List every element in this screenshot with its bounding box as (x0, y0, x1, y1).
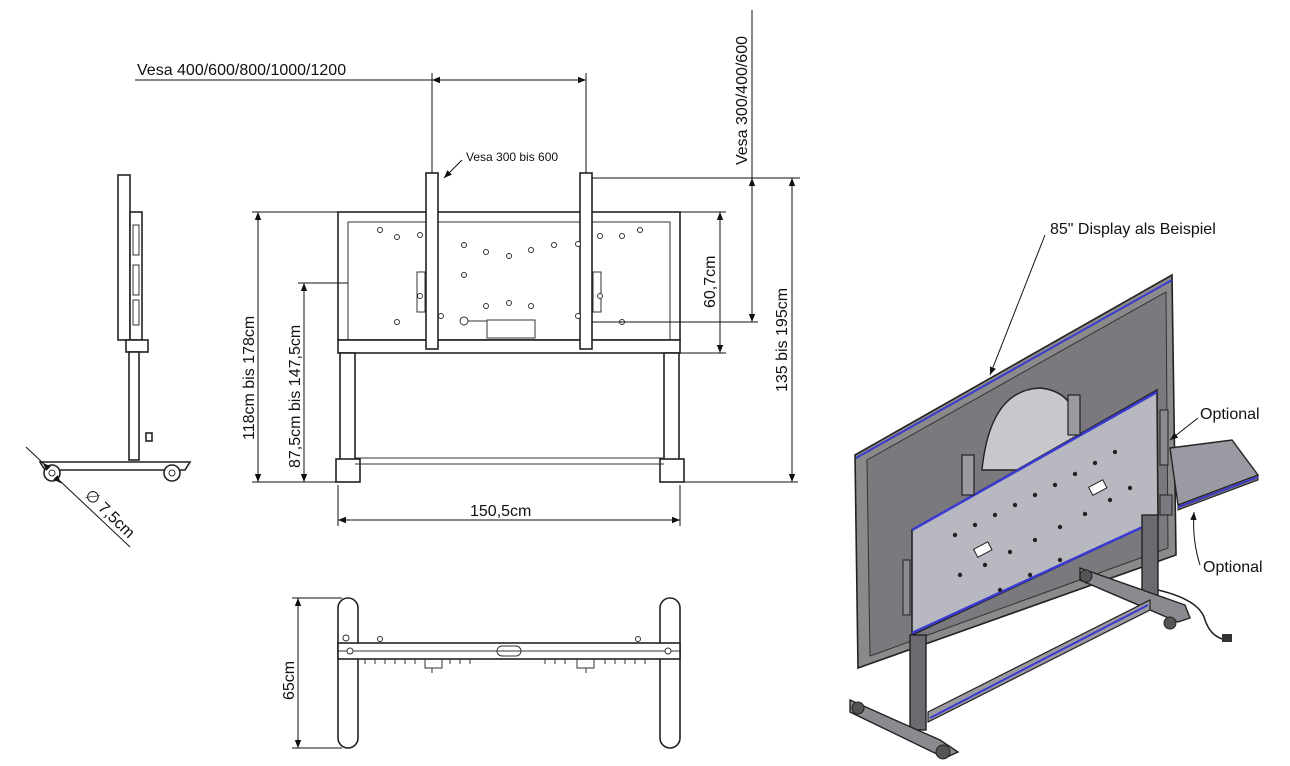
upper-height-label: 118cm bis 178cm (241, 316, 258, 440)
total-height-label: 135 bis 195cm (774, 288, 791, 392)
lower-height-label: 87,5cm bis 147,5cm (287, 325, 304, 468)
bracket-height-label: 60,7cm (702, 256, 719, 308)
vesa-height-label: Vesa 300/400/600 (734, 36, 751, 165)
vesa-bracket-label: Vesa 300 bis 600 (466, 150, 558, 164)
vesa-width-label: Vesa 400/600/800/1000/1200 (137, 62, 346, 79)
iso-holes (952, 449, 1133, 593)
isometric-view: 85" Display als Beispiel Optional Option… (849, 221, 1263, 760)
side-view: ∅ 7,5cm (25, 174, 192, 548)
optional-bottom-label: Optional (1203, 559, 1263, 576)
display-example-label: 85" Display als Beispiel (1050, 221, 1216, 238)
frame-width-label: 150,5cm (470, 503, 531, 520)
top-view-ticks (364, 659, 646, 664)
wheel-diameter-label: ∅ 7,5cm (81, 487, 137, 542)
front-mounting-holes (377, 227, 643, 325)
top-view: 65cm (281, 597, 681, 749)
optional-top-label: Optional (1200, 406, 1260, 423)
depth-label: 65cm (281, 661, 298, 700)
front-view: Vesa 400/600/800/1000/1200 Vesa 300 bis … (135, 10, 800, 526)
